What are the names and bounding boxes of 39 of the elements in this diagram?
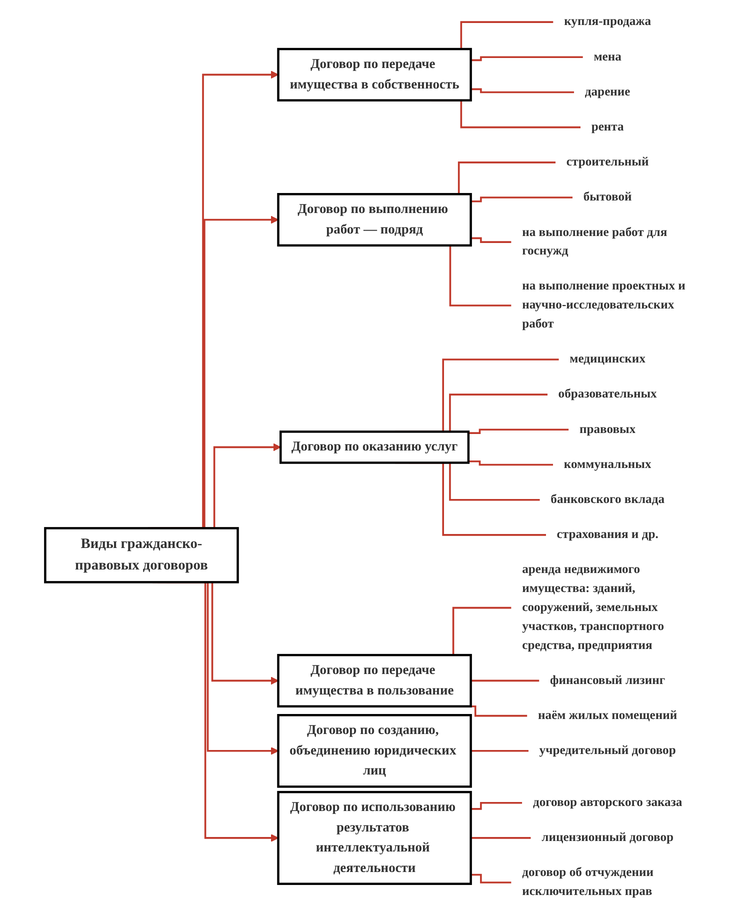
node-text: учредительный договор: [540, 744, 676, 758]
node-text: аренда недвижимого имущества: зданий, сооружений, земельных участков, транспортного средства, предприятия: [522, 563, 665, 652]
node-text: наём жилых помещений: [538, 709, 678, 723]
node-text: правовых: [580, 422, 636, 436]
node-box: Договор по выполнению работ — подряд: [278, 193, 472, 247]
node-box: Договор по созданию, объединению юридических лиц: [278, 714, 472, 788]
node-text: строительный: [566, 156, 650, 170]
node-text: банковского вклада: [551, 493, 665, 507]
connector: [468, 460, 554, 466]
node-box: Договор по передаче имущества в пользование: [278, 654, 472, 708]
node-text: финансовый лизинг: [550, 674, 666, 688]
node-box: Договор по использованию результатов интеллектуальной деятельности: [278, 790, 472, 885]
connector: [471, 680, 540, 682]
node-text: мена: [594, 50, 622, 64]
node-text: лицензионный договор: [542, 831, 674, 845]
node-text: рента: [592, 120, 624, 134]
connector: [468, 428, 570, 434]
node-text: образовательных: [558, 388, 658, 402]
node-text: коммунальных: [564, 458, 652, 472]
node-text: страхования и др.: [557, 528, 659, 542]
connector: [471, 874, 512, 884]
node-box: Договор по оказанию услуг: [280, 430, 470, 464]
node-text: дарение: [585, 85, 631, 99]
node-box: Виды гражданско-правовых договоров: [44, 527, 240, 584]
node-box: Договор по передаче имущества в собственность: [278, 48, 472, 102]
node-text: договор авторского заказа: [533, 796, 683, 810]
node-text: купля-продажа: [564, 15, 652, 29]
node-text: на выполнение проектных и научно-исследовательских работ: [522, 280, 686, 332]
connector: [471, 196, 574, 202]
connector: [471, 837, 532, 839]
connector: [471, 802, 523, 810]
connector: [471, 88, 575, 94]
node-text: медицинских: [570, 352, 646, 366]
node-text: договор об отчуждении исключительных прав: [522, 866, 654, 899]
connector: [471, 237, 512, 243]
connector: [471, 56, 584, 62]
node-text: на выполнение работ для госнужд: [522, 226, 668, 258]
node-text: бытовой: [584, 190, 632, 204]
connector: [471, 750, 529, 752]
